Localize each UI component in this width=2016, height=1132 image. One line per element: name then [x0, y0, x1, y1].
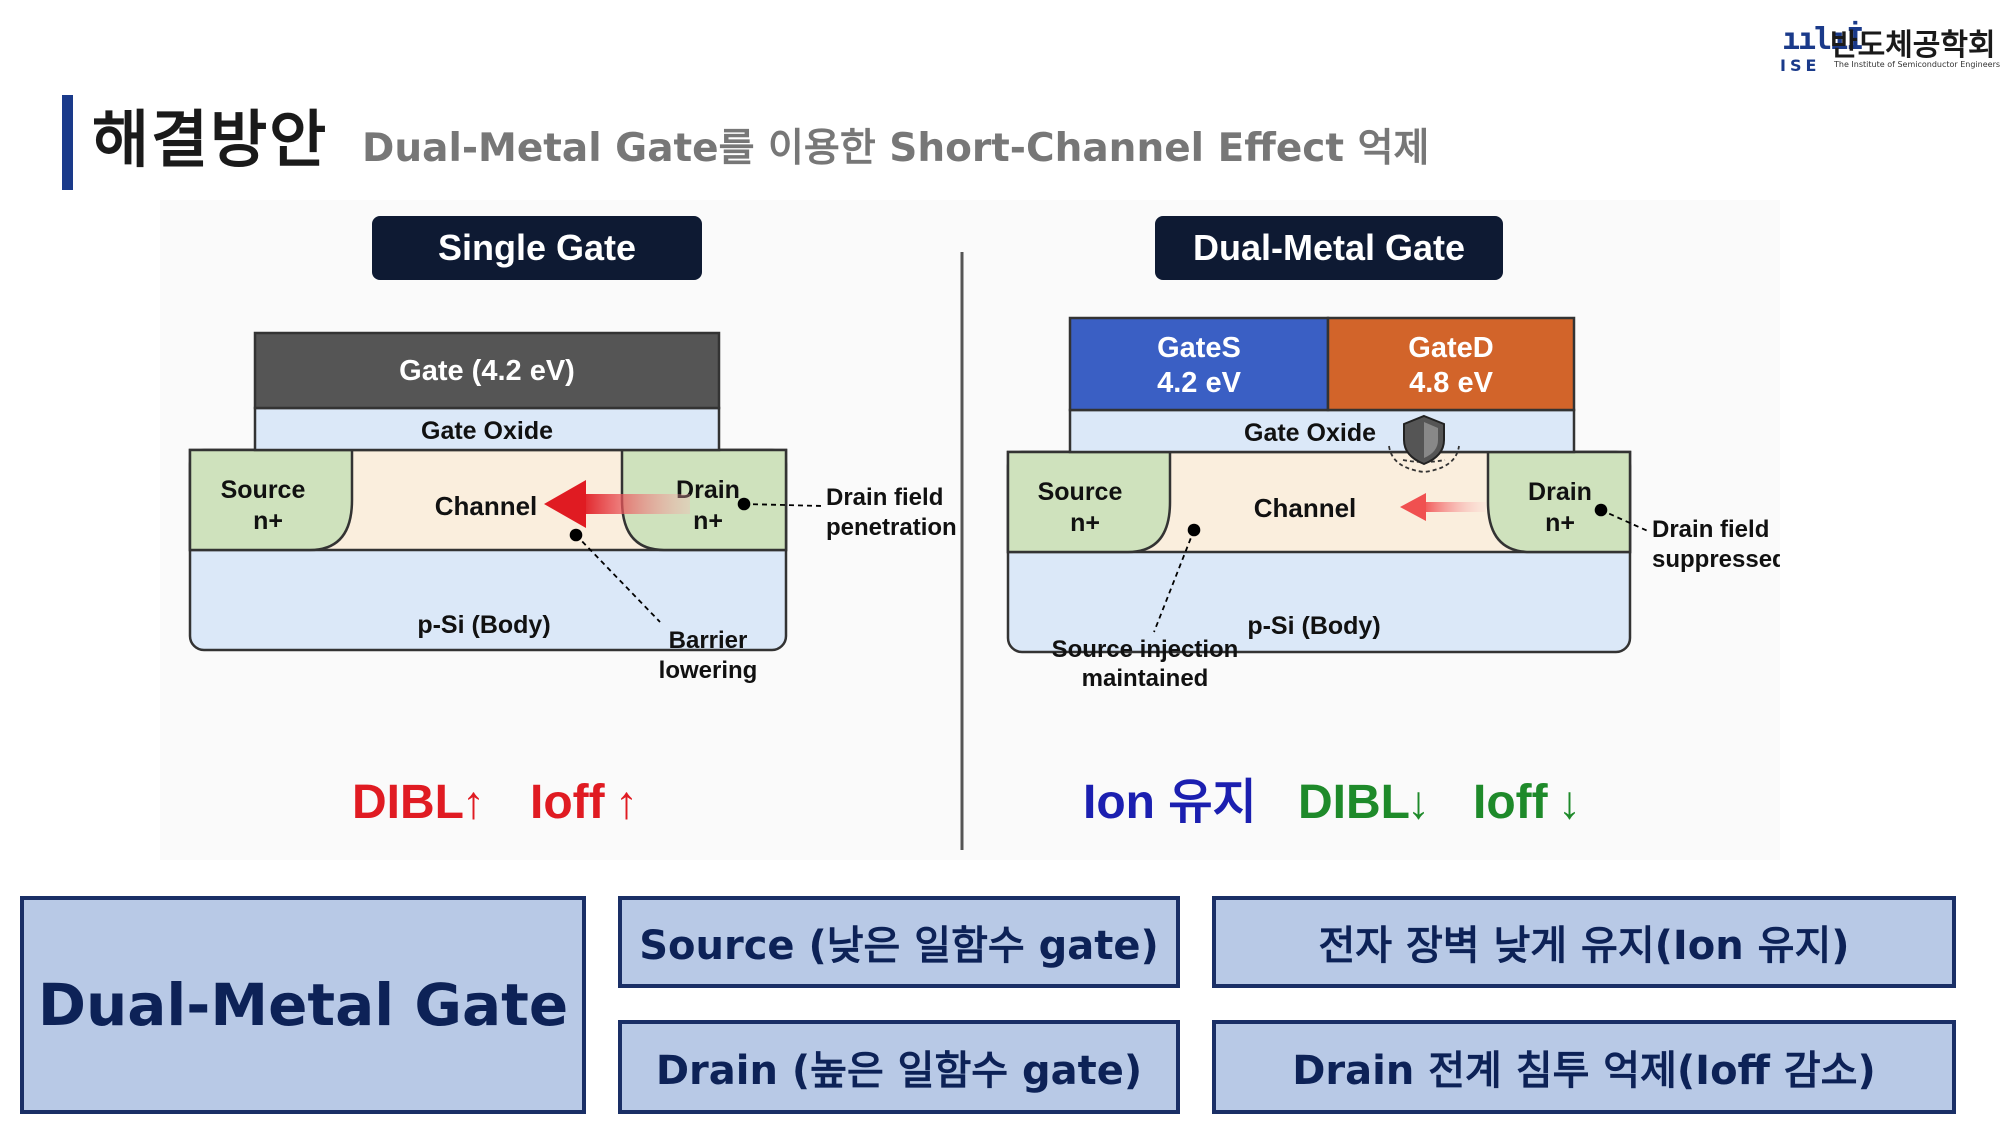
summary-main-box: Dual-Metal Gate	[20, 896, 586, 1114]
comparison-figure: Single Gate Gate (4.2 eV) Gate Oxide Sou…	[160, 200, 1780, 860]
right-result-ioff-arrow: ↓	[1558, 776, 1581, 828]
gate-electrode	[253, 331, 721, 410]
summary-ion-box: 전자 장벽 낮게 유지(Ion 유지)	[1212, 896, 1956, 988]
right-result-dibl: DIBL	[1298, 776, 1410, 829]
summary-source-gate-box: Source (낮은 일함수 gate)	[618, 896, 1180, 988]
drain-doping: n+	[693, 507, 723, 535]
source-label: Source	[221, 476, 306, 504]
dual-gate-header-box	[1155, 216, 1503, 280]
suppressed-field-arrow	[1400, 493, 1486, 521]
logo-abbr: ISE	[1780, 56, 1821, 75]
gate-s-electrode	[1068, 316, 1330, 412]
drain-region	[1486, 450, 1632, 554]
barrier-callout-1: Barrier	[669, 627, 748, 654]
drain-callout-1: Drain field	[1652, 516, 1769, 543]
barrier-callout-line	[569, 528, 661, 623]
logo-english-name: The Institute of Semiconductor Engineers	[1834, 60, 2001, 69]
drain-callout-2: penetration	[826, 514, 957, 541]
summary-drain-gate-label: Drain (높은 일함수 gate)	[655, 1048, 1143, 1094]
gate-d-value: 4.8 eV	[1409, 367, 1493, 399]
drain-field-arrow	[544, 480, 690, 528]
right-result-ion: Ion 유지	[1083, 776, 1257, 829]
shield-icon	[1388, 414, 1460, 473]
summary-ion-label: 전자 장벽 낮게 유지(Ion 유지)	[1318, 923, 1850, 969]
page-subtitle: Dual-Metal Gate를 이용한 Short-Channel Effec…	[362, 126, 1430, 171]
left-result-ioff-arrow: ↑	[615, 776, 638, 828]
gate-label: Gate (4.2 eV)	[399, 355, 575, 387]
gate-d-electrode	[1326, 316, 1576, 412]
summary-main-label: Dual-Metal Gate	[37, 971, 569, 1039]
title-accent-bar	[62, 95, 73, 190]
logo-mark-icon: ıılıİ	[1782, 22, 1864, 57]
body-label: p-Si (Body)	[1247, 612, 1380, 640]
channel-label: Channel	[435, 491, 538, 521]
gate-s-value: 4.2 eV	[1157, 367, 1241, 399]
source-doping: n+	[1070, 509, 1100, 537]
right-result-ioff: Ioff	[1473, 776, 1549, 829]
left-result-dibl: DIBL	[352, 776, 464, 829]
summary-ioff-box: Drain 전계 침투 억제(Ioff 감소)	[1212, 1020, 1956, 1114]
gate-oxide	[253, 406, 721, 452]
logo-korean-name: 반도체공학회	[1830, 28, 1996, 63]
mosfet-comparison-diagram: Single Gate Gate (4.2 eV) Gate Oxide Sou…	[188, 216, 1780, 850]
left-result-dibl-arrow: ↑	[462, 776, 485, 828]
gate-s-label: GateS	[1157, 332, 1241, 364]
barrier-callout-2: lowering	[659, 657, 758, 684]
gate-oxide	[1068, 408, 1576, 454]
drain-label: Drain	[1528, 478, 1592, 506]
drain-callout-2: suppressed	[1652, 546, 1780, 573]
source-region	[1006, 450, 1172, 554]
source-callout-1: Source injection	[1052, 636, 1239, 663]
source-doping: n+	[253, 507, 283, 535]
source-label: Source	[1038, 478, 1123, 506]
page-title: 해결방안	[92, 103, 329, 176]
summary-drain-gate-box: Drain (높은 일함수 gate)	[618, 1020, 1180, 1114]
drain-callout-1: Drain field	[826, 484, 943, 511]
summary-source-gate-label: Source (낮은 일함수 gate)	[639, 923, 1159, 969]
summary-ioff-label: Drain 전계 침투 억제(Ioff 감소)	[1292, 1048, 1876, 1094]
oxide-label: Gate Oxide	[421, 417, 553, 445]
gate-d-label: GateD	[1408, 332, 1493, 364]
single-gate-header: Single Gate	[438, 227, 636, 268]
drain-doping: n+	[1545, 509, 1575, 537]
source-callout-2: maintained	[1082, 665, 1209, 692]
single-gate-header-box	[372, 216, 702, 280]
oxide-label: Gate Oxide	[1244, 419, 1376, 447]
ise-logo: ıılıİ 반도체공학회 ISE The Institute of Semico…	[1770, 20, 2010, 76]
drain-callout-line	[737, 497, 824, 511]
body-label: p-Si (Body)	[417, 611, 550, 639]
single-gate-panel: Single Gate Gate (4.2 eV) Gate Oxide Sou…	[188, 216, 957, 829]
dual-gate-header: Dual-Metal Gate	[1193, 227, 1465, 268]
source-region	[188, 448, 354, 552]
channel-label: Channel	[1254, 493, 1357, 523]
dual-metal-gate-panel: Dual-Metal Gate GateS 4.2 eV GateD 4.8 e…	[1006, 216, 1780, 829]
source-callout-line	[1153, 523, 1201, 633]
right-result-dibl-arrow: ↓	[1407, 776, 1430, 828]
left-result-ioff: Ioff	[530, 776, 606, 829]
